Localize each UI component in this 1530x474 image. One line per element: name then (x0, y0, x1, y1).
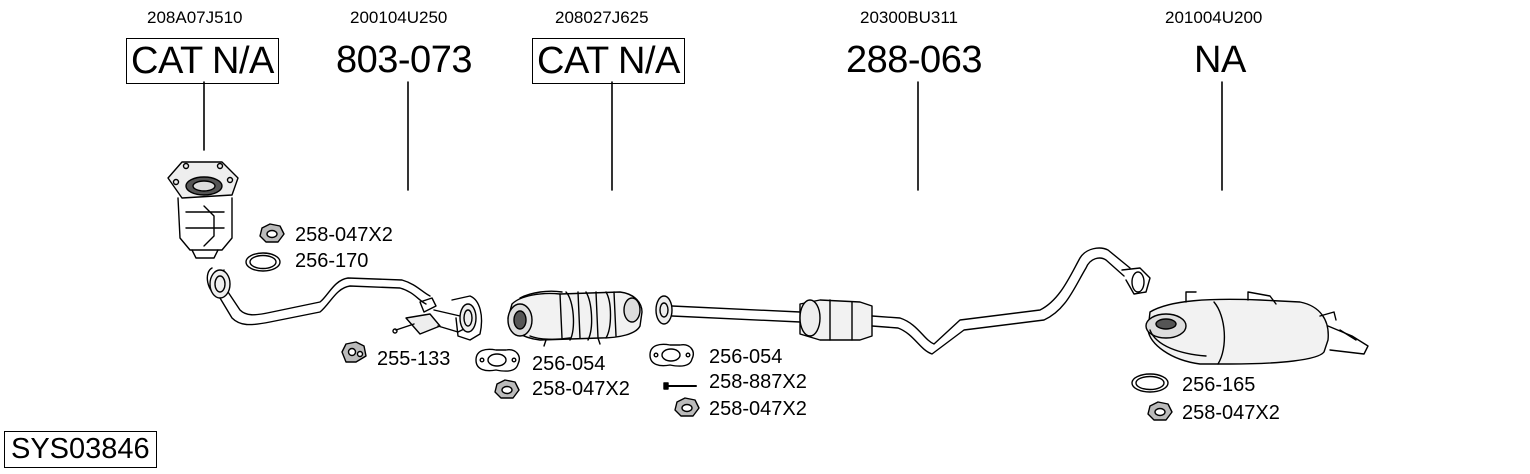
accessory-label: 255-133 (377, 348, 451, 370)
nut-icon (259, 223, 285, 243)
catalytic-converter-drawing (507, 290, 643, 347)
part-reference-4: 288-063 (846, 39, 982, 81)
nut-icon (674, 397, 700, 417)
center-pipe-drawing (655, 247, 1151, 355)
leader-lines (203, 81, 1223, 191)
accessory-label: 258-047X2 (532, 378, 630, 400)
nut-icon (494, 379, 520, 399)
accessory-label: 258-047X2 (1182, 402, 1280, 424)
accessory-label: 256-054 (532, 353, 606, 375)
oem-number-part-3: 208027J625 (555, 8, 649, 27)
rear-silencer-drawing (1145, 291, 1369, 365)
ring-gasket-icon (1131, 373, 1169, 393)
part-reference-5: NA (1194, 39, 1246, 81)
front-pipe-drawing (206, 267, 483, 341)
accessory-label: 258-047X2 (709, 398, 807, 420)
system-code: SYS03846 (4, 431, 157, 468)
flange-gasket-icon (649, 343, 694, 367)
oem-number-part-1: 208A07J510 (147, 8, 243, 27)
part-reference-3: CAT N/A (532, 38, 685, 84)
flange-gasket-icon (475, 348, 520, 372)
part-reference-2: 803-073 (336, 39, 472, 81)
oem-number-part-4: 20300BU311 (860, 8, 958, 27)
bolt-icon (663, 382, 697, 390)
accessory-label: 256-170 (295, 250, 369, 272)
oem-number-part-5: 201004U200 (1165, 8, 1263, 27)
accessory-label: 256-165 (1182, 374, 1256, 396)
nut-icon (1147, 401, 1173, 421)
accessory-label: 258-887X2 (709, 371, 807, 393)
oem-number-part-2: 200104U250 (350, 8, 448, 27)
ring-gasket-icon (245, 252, 281, 272)
accessory-label: 256-054 (709, 346, 783, 368)
part-reference-1: CAT N/A (126, 38, 279, 84)
rubber-hanger-icon (341, 341, 367, 363)
accessory-label: 258-047X2 (295, 224, 393, 246)
manifold-catalyst-drawing (167, 161, 239, 259)
